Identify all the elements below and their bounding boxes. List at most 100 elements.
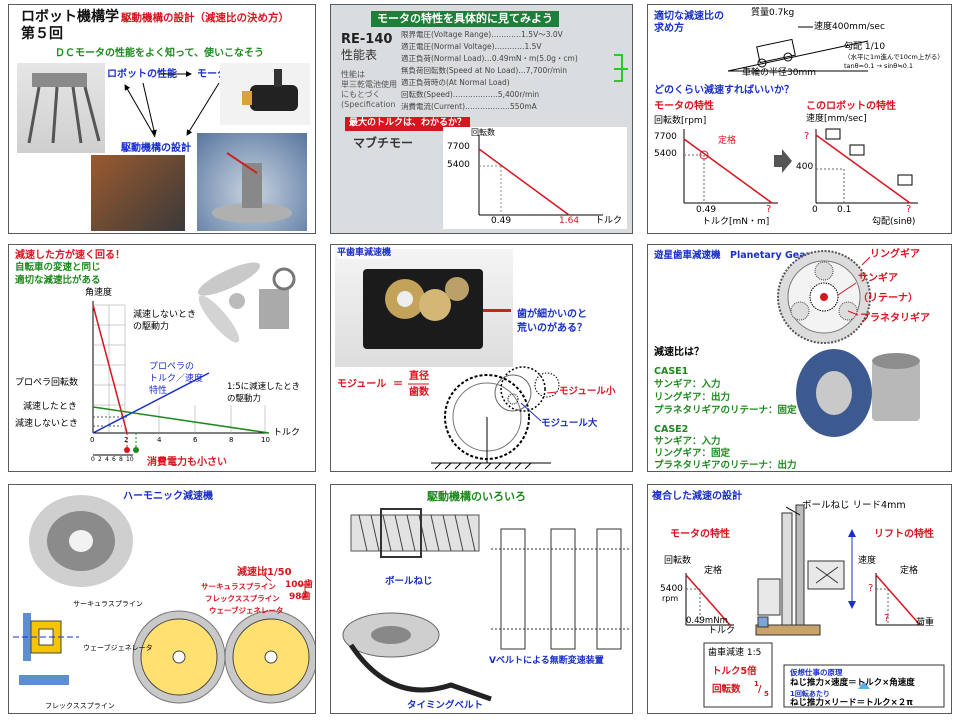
slide-reduction-ratio: 適切な減速比の 求め方 質量0.7kg 速度400mm/sec 勾配 1/10 … [647, 4, 952, 234]
drive-photo-2 [197, 133, 307, 231]
gear-note-2: 荒いのがある？ [517, 323, 587, 334]
robot-arm-graphic [212, 152, 292, 223]
spec-row-5: 適正負荷時の(At Normal Load) [401, 78, 510, 87]
motor-char-label: モータの特性 [670, 529, 730, 540]
motor-x-label: トルク[mN・m] [702, 217, 770, 227]
teeth-100: 100歯 [285, 580, 313, 590]
slope-label: 勾配 1/10 [844, 42, 886, 52]
slide-subtitle: ＤＣモータの性能をよく知って、使いこなそう [55, 48, 264, 59]
slide-heading: 駆動機構の設計（減速比の決め方） [121, 12, 289, 24]
slope-note: （水平に1m進んで10cm上がる） [844, 53, 944, 61]
tick-top-4: 4 [157, 436, 162, 444]
when-not-label: 減速しないとき [15, 419, 79, 429]
prop-label-1: プロペラの [149, 362, 195, 372]
module-large-label: モジュール大 [541, 418, 598, 429]
mechanisms-graphic [342, 508, 631, 702]
tick-bottom-0: 0 [91, 456, 95, 463]
ratio-label: 減速比1/50 [237, 567, 292, 578]
torque-speed-plot [478, 135, 603, 216]
side-text-3: にもとづく [341, 90, 381, 99]
reduce-label-1: 1:5に減速したとき [227, 382, 301, 392]
gear-mesh-diagram [408, 366, 560, 470]
planet-gear-label: プラネタリギア [860, 313, 930, 324]
reduce-label-2: の駆動力 [227, 394, 262, 404]
load-axis: 荷重 [916, 618, 935, 628]
how-much-question: どのくらい減速すればいいか？ [654, 85, 794, 96]
tick-5400: 5400 [654, 149, 677, 159]
motor-y-label: 回転数[rpm] [654, 116, 707, 126]
rated-motor: 定格 [704, 566, 723, 576]
slide4-line2: 自転車の変速と同じ [15, 262, 101, 273]
ballscrew-label: ボールねじ リード4mm [802, 500, 906, 511]
equation-1: ねじ推力×速度＝トルク×角速度 [790, 678, 915, 688]
model-name: RE-140 [341, 32, 393, 47]
prop-label-2: トルク／速度 [149, 374, 204, 384]
tick-bottom-8: 8 [119, 456, 123, 463]
slide9-title: 複合した減速の設計 [652, 491, 742, 502]
rpm-unit: rpm [662, 594, 679, 603]
wave-generator-top: ウェーブジェネレータ [209, 606, 284, 615]
mass-label: 質量0.7kg [751, 8, 795, 18]
no-reduce-label-2: の駆動力 [133, 322, 170, 332]
when-reduced-label: 減速したとき [23, 402, 78, 412]
spec-row-7: 消費電流(Current)………………550mA [401, 102, 537, 111]
torque-value: 0.49mNm [686, 616, 728, 626]
slide-reduction-faster: 減速した方が速く回る！ 自転車の変速と同じ 適切な減速比がある 角速度 [8, 244, 316, 472]
ball-screw-label: ボールねじ [385, 576, 433, 587]
slide-robot-mechanics-title: ロボット機構学 第５回 駆動機構の設計（減速比の決め方） ＤＣモータの性能をよく… [8, 4, 316, 234]
slide-harmonic-drive: ハーモニック減速機 減速比1/50 サーキュラスプライン フレックススプライン … [8, 484, 316, 714]
robot-photo [17, 63, 105, 153]
rpm-axis-label: 回転数 [664, 556, 692, 566]
module-label: モジュール [337, 379, 387, 390]
ratio-question: 減速比は？ [654, 347, 704, 358]
slide-motor-characteristics: モータの特性を具体的に見てみよう RE-140 性能表 性能は 単三乾電池使用 … [330, 4, 633, 234]
servo-photo [335, 249, 513, 367]
rotation-slash: / [758, 684, 762, 695]
robot-legs-graphic [27, 73, 101, 144]
torque-x5: トルク5倍 [712, 666, 757, 677]
tick-bottom-6: 6 [112, 456, 116, 463]
slide1-arrows [124, 71, 220, 138]
harmonic-drive-diagram [13, 495, 315, 704]
robot-char-title: このロボットの特性 [806, 101, 896, 112]
case1-line3: プラネタリギアのリテーナ：固定 [654, 405, 797, 416]
circular-spline-top: サーキュラスプライン [201, 582, 276, 591]
side-text-4: (Specification [341, 100, 396, 109]
drive-design-label: 駆動機構の設計 [121, 143, 191, 154]
propeller-graphic [197, 262, 296, 343]
tick-top-8: 8 [229, 436, 234, 444]
spec-row-1: 限界電圧(Voltage Range)…………1.5V〜3.0V [401, 30, 563, 39]
v-belt-label: Vベルトによる無断変速装置 [489, 656, 604, 666]
tick-top-10: 10 [261, 436, 270, 444]
torque-axis: トルク [708, 626, 736, 636]
no-reduce-label-1: 減速しないとき [133, 310, 197, 320]
robot-x-label: 勾配(sinθ) [872, 217, 916, 227]
lecture-number: 第５回 [21, 26, 63, 42]
slide-drive-mechanisms: 駆動機構のいろいろ ボールねじ Vベルトによる無断変速装置 タイミングベルト [330, 484, 633, 714]
x-tick-164: 1.64 [559, 216, 580, 226]
case2-title: CASE2 [654, 424, 689, 435]
slide4-title: 減速した方が速く回る！ [15, 250, 125, 261]
slide2-title: モータの特性を具体的に見てみよう [371, 11, 559, 28]
qmark-lift-y: ? [868, 583, 874, 594]
circular-spline-label: サーキュラスプライン [73, 600, 143, 608]
case1-title: CASE1 [654, 366, 689, 377]
torque-speed-graph: 回転数 7700 5400 0.49 1.64 トルク [443, 127, 627, 229]
module-small-label: モジュール小 [559, 386, 616, 397]
gear-note-1: 歯が細かいのと [517, 309, 587, 320]
spec-row-3: 適正負荷(Normal Load)…0.49mN・m(5.0g・cm) [401, 54, 578, 63]
ring-gear-label: リングギア [870, 249, 920, 260]
rotation-num: 1 [754, 680, 759, 688]
tick-bottom-2: 2 [98, 456, 102, 463]
wheel-label: 車輪の半径30mm [742, 68, 816, 78]
side-text-2: 単三乾電池使用 [341, 80, 397, 89]
rated-label: 定格 [718, 136, 737, 146]
slide5-title: 平歯車減速機 [337, 248, 392, 259]
module-denominator: 歯数 [409, 387, 429, 398]
rotation-den: 5 [764, 690, 769, 698]
prop-rpm-label: プロペラ回転数 [15, 378, 79, 388]
prop-label-3: 特性 [149, 386, 168, 396]
qmark-robot-y: ? [804, 131, 810, 142]
gear-reduction-label: 歯車減速 1:5 [708, 648, 762, 658]
dc-motor-graphic [242, 69, 298, 111]
